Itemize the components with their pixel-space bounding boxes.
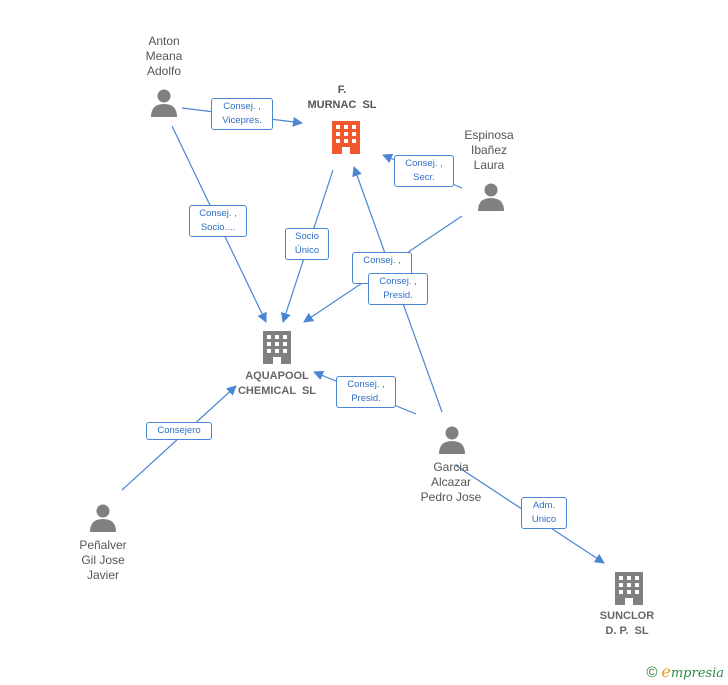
company-name-line: MURNAC SL — [307, 99, 377, 111]
name-line: Garcia — [433, 460, 469, 474]
edge-label-line: Vicepres. — [222, 115, 262, 126]
person-label-penalver[interactable]: Peñalver Gil Jose Javier — [58, 538, 148, 583]
edge-label-line: Consej. , — [223, 101, 261, 112]
edge-label-line: Adm. — [532, 500, 556, 511]
edge-label-line: Consej. , — [347, 379, 385, 390]
edge-label-line: Socio — [295, 231, 319, 242]
edge-label-line: Presid. — [383, 290, 413, 301]
building-icon-highlight — [332, 121, 360, 154]
name-line: Adolfo — [146, 64, 182, 78]
edge-label-anton-aquapool[interactable]: Consej. , Socio.... — [189, 205, 247, 237]
person-label-espinosa[interactable]: Espinosa Ibañez Laura — [444, 128, 534, 173]
company-name-line: AQUAPOOL — [245, 370, 309, 382]
edge-label-garcia-aquapool[interactable]: Consej. , Presid. — [336, 376, 396, 408]
edge-label-garcia-sunclor[interactable]: Adm. Unico — [521, 497, 567, 529]
name-line: Anton — [148, 34, 180, 48]
name-line: Peñalver — [79, 538, 127, 552]
name-line: Ibañez — [470, 143, 508, 157]
name-line: Javier — [86, 568, 119, 582]
company-name-line: CHEMICAL SL — [237, 385, 317, 397]
person-icon — [439, 426, 465, 454]
building-icon — [615, 572, 643, 605]
company-name-line: SUNCLOR — [599, 610, 655, 622]
name-line: Gil Jose — [81, 553, 125, 567]
name-line: Pedro Jose — [420, 490, 482, 504]
building-icon — [263, 331, 291, 364]
edge-label-line: Consejero — [157, 425, 201, 436]
company-label-murnac[interactable]: F. MURNAC SL — [296, 83, 388, 113]
name-line: Espinosa — [464, 128, 514, 142]
edge-label-line: Único — [294, 245, 320, 256]
copyright-symbol: © — [646, 664, 658, 681]
person-label-anton[interactable]: Anton Meana Adolfo — [124, 34, 204, 79]
edge-label-line: Secr. — [413, 172, 435, 183]
person-icon — [90, 504, 116, 532]
company-name-line: F. — [337, 84, 347, 96]
edge-label-garcia-murnac[interactable]: Consej. , Presid. — [368, 273, 428, 305]
company-label-sunclor[interactable]: SUNCLOR D. P. SL — [584, 609, 670, 639]
name-line: Meana — [145, 49, 183, 63]
edge-label-line: Consej. , — [405, 158, 443, 169]
brand-name: mpresia — [670, 666, 724, 681]
edge-label-line: Consej. , — [199, 208, 237, 219]
edge-label-anton-murnac[interactable]: Consej. , Vicepres. — [211, 98, 273, 130]
person-icon — [478, 183, 504, 211]
person-label-garcia[interactable]: Garcia Alcazar Pedro Jose — [404, 460, 498, 505]
name-line: Laura — [473, 158, 505, 172]
company-label-aquapool[interactable]: AQUAPOOL CHEMICAL SL — [222, 369, 332, 399]
brand-logo: ©empresia — [646, 662, 724, 681]
edge-label-espinosa-murnac[interactable]: Consej. , Secr. — [394, 155, 454, 187]
edge-label-line: Consej. , — [363, 255, 401, 266]
edge-label-line: Socio.... — [200, 222, 236, 233]
edge-label-penalver-aquapool[interactable]: Consejero — [146, 422, 212, 440]
edge-label-line: Consej. , — [379, 276, 417, 287]
brand-e: e — [661, 662, 671, 681]
person-icon — [151, 89, 177, 117]
edge-label-line: Unico — [531, 514, 557, 525]
name-line: Alcazar — [430, 475, 471, 489]
edge-label-line: Presid. — [351, 393, 381, 404]
edge-label-murnac-aquapool[interactable]: Socio Único — [285, 228, 329, 260]
company-name-line: D. P. SL — [605, 625, 649, 637]
